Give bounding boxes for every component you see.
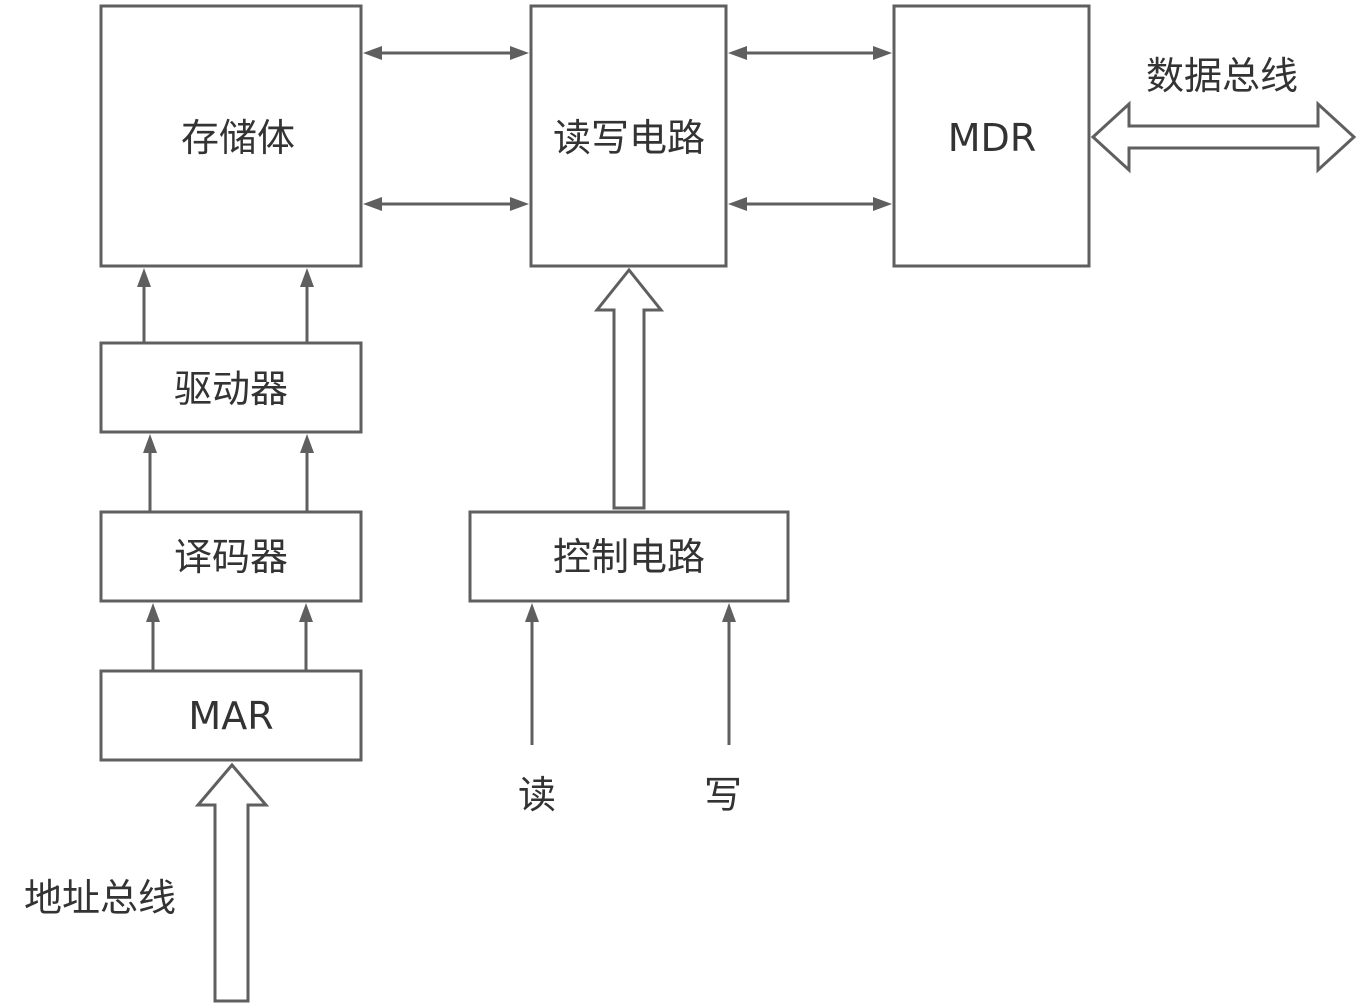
decoder-block: [99, 510, 363, 603]
storage-rw-arrow-bottom: [363, 197, 529, 211]
rw-mdr-arrow-top: [728, 46, 892, 60]
data-bus-arrow: [1090, 100, 1357, 174]
decoder-driver-arrow-right: [300, 434, 314, 512]
storage-label: 存储体: [181, 116, 295, 160]
driver-label: 驱动器: [174, 367, 288, 411]
decoder-label: 译码器: [174, 535, 288, 579]
mdr-label: MDR: [948, 116, 1036, 160]
write-signal-arrow: [722, 603, 736, 745]
mar-decoder-arrow-left: [146, 603, 160, 671]
write-label: 写: [704, 773, 742, 817]
mar-decoder-arrow-right: [299, 603, 313, 671]
control-to-rw-bus-arrow: [593, 267, 665, 510]
read-label: 读: [518, 773, 556, 817]
rw-circuit-label: 读写电路: [553, 116, 705, 160]
mar-label: MAR: [188, 694, 273, 738]
decoder-driver-arrow-left: [143, 434, 157, 512]
read-signal-arrow: [525, 603, 539, 745]
driver-storage-arrow-left: [137, 268, 151, 343]
data-bus-label: 数据总线: [1146, 54, 1298, 98]
control-circuit-label: 控制电路: [553, 535, 705, 579]
storage-block: [99, 4, 363, 268]
storage-rw-arrow-top: [363, 46, 529, 60]
driver-storage-arrow-right: [300, 268, 314, 343]
driver-block: [99, 341, 363, 434]
rw-mdr-arrow-bottom: [728, 197, 892, 211]
mdr-block: [892, 4, 1091, 268]
address-bus-arrow: [194, 762, 270, 1003]
mar-block: [99, 669, 363, 762]
control-circuit-block: [468, 510, 790, 603]
address-bus-label: 地址总线: [24, 876, 176, 920]
rw-circuit-block: [529, 4, 728, 268]
